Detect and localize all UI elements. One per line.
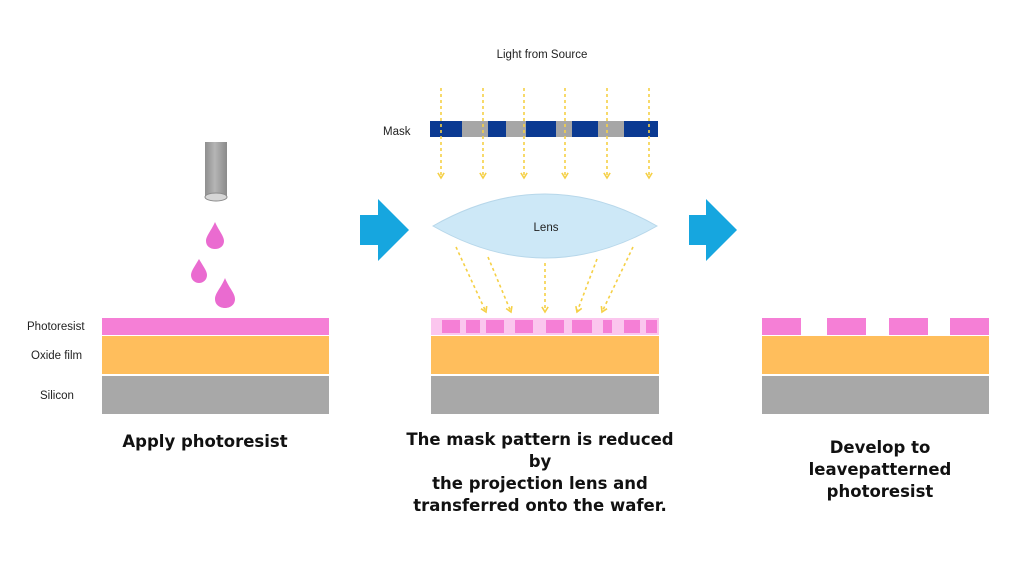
caption-step3: Develop to leavepatterned photoresist [760, 437, 1000, 503]
unexposed-resist [603, 320, 612, 333]
nozzle-tip [204, 192, 228, 202]
mask-opening [462, 121, 488, 137]
caption-line: photoresist [826, 482, 934, 501]
unexposed-resist [624, 320, 640, 333]
label-photoresist: Photoresist [27, 321, 85, 333]
projection-lens [431, 193, 659, 259]
step1-group: Photoresist Oxide film Silicon [27, 142, 329, 414]
caption-line: transferred onto the wafer. [413, 496, 667, 515]
silicon-layer [431, 376, 659, 414]
step3-group [762, 318, 989, 414]
silicon-layer [102, 376, 329, 414]
caption-step1: Apply photoresist [100, 431, 310, 453]
patterned-resist [889, 318, 928, 335]
incoming-light-rays [437, 88, 653, 180]
unexposed-resist [572, 320, 592, 333]
patterned-resist [762, 318, 801, 335]
light-ray-arrow-icon [561, 88, 569, 180]
nozzle-body [205, 142, 227, 197]
light-ray-arrow-icon [645, 88, 653, 180]
unexposed-resist [442, 320, 460, 333]
caption-line: The mask pattern is reduced by [406, 430, 674, 471]
caption-line: Develop to leavepatterned [808, 438, 952, 479]
silicon-layer [762, 376, 989, 414]
flow-arrow-icon [360, 199, 409, 261]
oxide-layer [102, 336, 329, 374]
lens-label: Lens [534, 222, 559, 234]
light-source-label: Light from Source [497, 49, 588, 61]
mask-opening [598, 121, 624, 137]
unexposed-resist [646, 320, 657, 333]
light-ray-arrow-icon [600, 246, 634, 314]
photoresist-droplet [215, 278, 235, 308]
mask-opening [556, 121, 572, 137]
label-oxide-film: Oxide film [31, 350, 82, 362]
light-ray-arrow-icon [437, 88, 445, 180]
photoresist-droplet [206, 222, 224, 249]
unexposed-resist [546, 320, 564, 333]
unexposed-resist [515, 320, 533, 333]
light-ray-arrow-icon [479, 88, 487, 180]
oxide-layer [431, 336, 659, 374]
flow-arrow-icon [689, 199, 737, 261]
dispense-nozzle [204, 142, 228, 202]
focused-light-rays [455, 246, 634, 314]
patterned-resist [827, 318, 866, 335]
unexposed-resist [486, 320, 504, 333]
patterned-resist [950, 318, 989, 335]
unexposed-resist [466, 320, 480, 333]
mask-opening [506, 121, 526, 137]
light-ray-arrow-icon [575, 258, 598, 314]
light-ray-arrow-icon [541, 263, 549, 314]
step2-group: Light from Source Mask Lens [383, 49, 659, 414]
caption-step2: The mask pattern is reduced by the proje… [395, 429, 685, 517]
light-ray-arrow-icon [455, 246, 488, 314]
light-ray-arrow-icon [520, 88, 528, 180]
photoresist-layer [102, 318, 329, 335]
exposed-wafer [431, 318, 659, 414]
caption-line: Apply photoresist [122, 432, 288, 451]
photomask [430, 121, 658, 137]
label-silicon: Silicon [40, 390, 74, 402]
caption-line: the projection lens and [432, 474, 648, 493]
oxide-layer [762, 336, 989, 374]
light-ray-arrow-icon [487, 256, 513, 314]
light-ray-arrow-icon [603, 88, 611, 180]
mask-label: Mask [383, 126, 411, 138]
photoresist-droplet [191, 259, 207, 283]
